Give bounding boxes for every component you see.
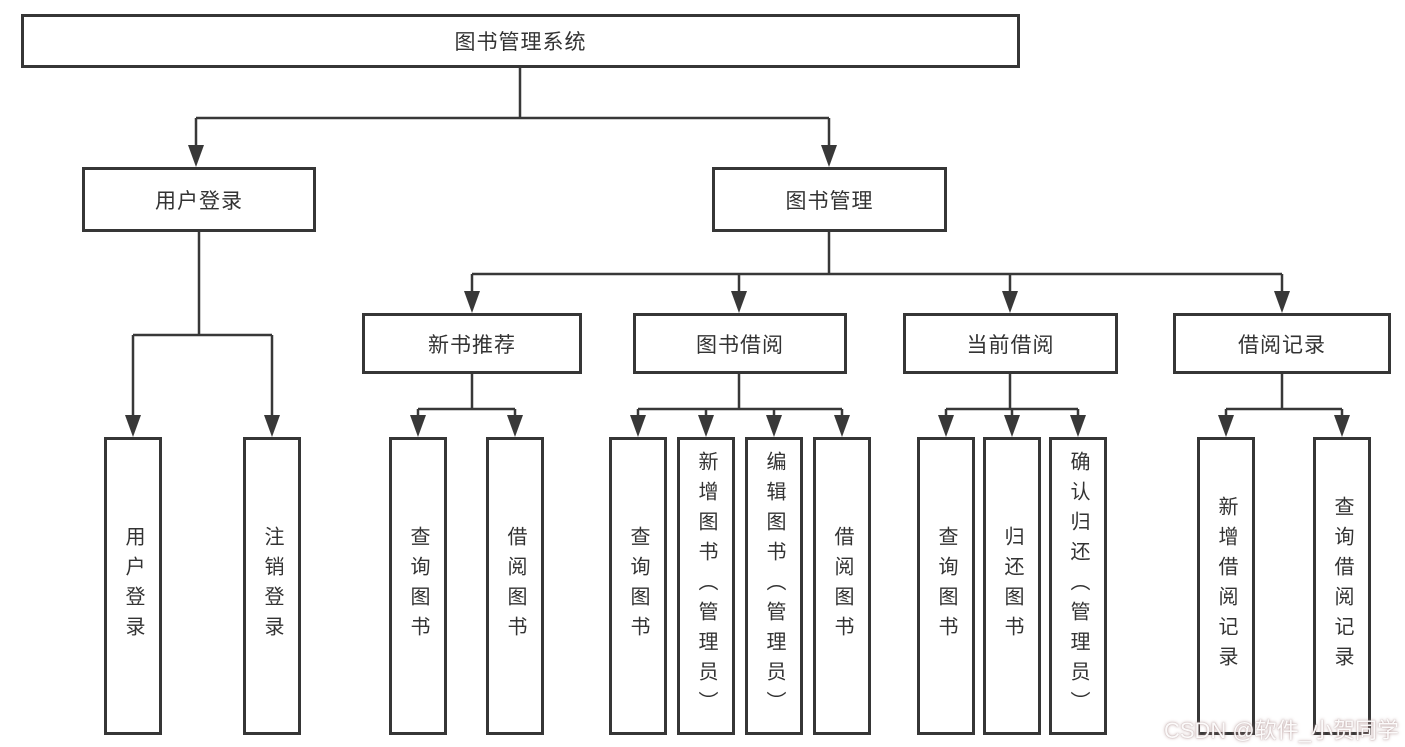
node-current-borrow: 当前借阅	[903, 313, 1118, 374]
node-new-book-recommend: 新书推荐	[362, 313, 582, 374]
arrowheads	[125, 145, 1350, 437]
node-book-management-system: 图书管理系统	[21, 14, 1020, 68]
node-label: 图书借阅	[696, 333, 784, 357]
node-borrow-records: 借阅记录	[1173, 313, 1391, 374]
node-label: 确认归还（管理员）	[1067, 451, 1089, 721]
node-label: 用户登录	[122, 526, 144, 646]
node-edit-books-admin: 编辑图书（管理员）	[745, 437, 803, 735]
node-label: 借阅图书	[504, 526, 526, 646]
node-label: 编辑图书（管理员）	[763, 451, 785, 721]
node-add-borrow-record: 新增借阅记录	[1197, 437, 1255, 735]
node-label: 借阅记录	[1238, 333, 1326, 357]
node-borrow-books: 借阅图书	[813, 437, 871, 735]
node-label: 图书管理	[785, 189, 874, 213]
node-user-login-branch: 用户登录	[82, 167, 316, 232]
node-confirm-return-admin: 确认归还（管理员）	[1049, 437, 1107, 735]
node-label: 注销登录	[261, 526, 283, 646]
node-logout: 注销登录	[243, 437, 301, 735]
node-label: 新增图书（管理员）	[695, 451, 717, 721]
node-label: 新书推荐	[428, 333, 516, 357]
node-book-management-branch: 图书管理	[712, 167, 947, 232]
node-return-books: 归还图书	[983, 437, 1041, 735]
node-book-borrow: 图书借阅	[633, 313, 847, 374]
node-label: 查询图书	[407, 526, 429, 646]
node-label: 用户登录	[155, 189, 243, 213]
node-query-books-current: 查询图书	[917, 437, 975, 735]
node-label: 借阅图书	[831, 526, 853, 646]
node-label: 新增借阅记录	[1215, 496, 1237, 676]
node-query-books-borrow: 查询图书	[609, 437, 667, 735]
node-user-login: 用户登录	[104, 437, 162, 735]
node-label: 当前借阅	[966, 333, 1055, 357]
node-label: 查询借阅记录	[1331, 496, 1353, 676]
node-label: 查询图书	[627, 526, 649, 646]
node-label: 归还图书	[1001, 526, 1023, 646]
node-query-books-recommend: 查询图书	[389, 437, 447, 735]
csdn-watermark: CSDN @软件_小贺同学	[1163, 718, 1399, 743]
node-label: 查询图书	[935, 526, 957, 646]
node-query-borrow-record: 查询借阅记录	[1313, 437, 1371, 735]
node-label: 图书管理系统	[454, 31, 587, 54]
node-borrow-books-recommend: 借阅图书	[486, 437, 544, 735]
node-add-books-admin: 新增图书（管理员）	[677, 437, 735, 735]
